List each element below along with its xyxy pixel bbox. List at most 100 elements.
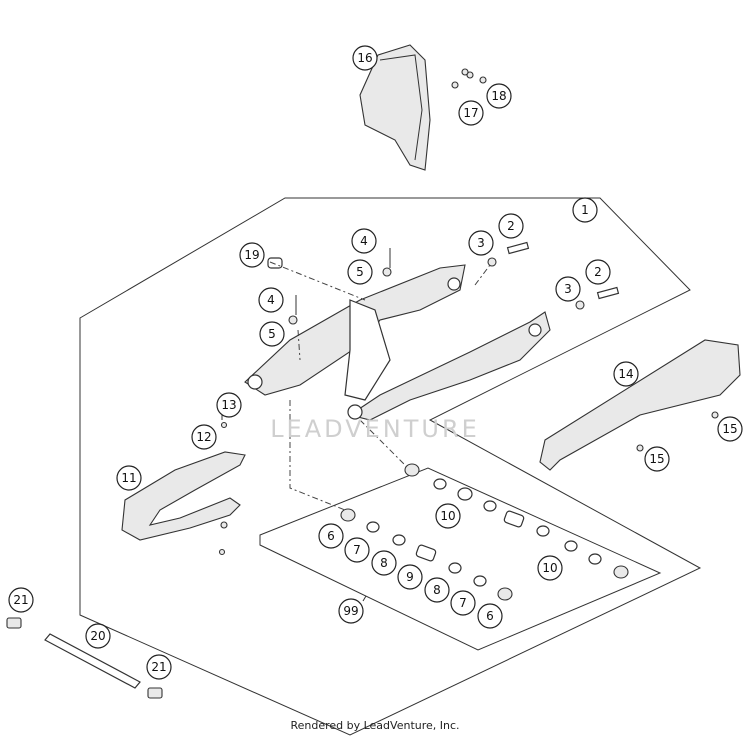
part-callout: 5 (347, 259, 373, 285)
part-callout: 4 (258, 287, 284, 313)
part-callout: 15 (644, 446, 670, 472)
callout-circle (347, 259, 373, 285)
callout-number: 19 (244, 248, 259, 262)
part-callout: 2 (585, 259, 611, 285)
callout-circle (424, 577, 450, 603)
callout-circle (613, 361, 639, 387)
callout-circle (458, 100, 484, 126)
part-callout: 20 (85, 623, 111, 649)
callout-circle (644, 446, 670, 472)
part-callout: 7 (450, 590, 476, 616)
part-callout: 1 (572, 197, 598, 223)
callout-number: 8 (433, 583, 441, 597)
part-callout: 21 (8, 587, 34, 613)
callout-number: 10 (440, 509, 455, 523)
part-callout: 17 (458, 100, 484, 126)
bearing-kit-part (340, 463, 629, 601)
part-callout: 99 (338, 598, 364, 624)
part-callout: 19 (239, 242, 265, 268)
chain-slider-part (121, 405, 246, 556)
leader-line (362, 595, 367, 602)
centerline (474, 264, 491, 286)
callout-number: 2 (507, 219, 515, 233)
callout-number: 12 (196, 430, 211, 444)
kit-outline (259, 467, 662, 651)
chain-guard-part (539, 339, 741, 471)
part-callout: 9 (397, 564, 423, 590)
callout-number: 14 (618, 367, 633, 381)
part-callout: 2 (498, 213, 524, 239)
part-callout: 3 (555, 276, 581, 302)
callout-circle (555, 276, 581, 302)
screw-washer-part (288, 248, 392, 325)
callout-circle (85, 623, 111, 649)
callout-number: 11 (121, 471, 136, 485)
part-callout: 11 (116, 465, 142, 491)
callout-circle (477, 603, 503, 629)
screw-part (451, 68, 487, 89)
swingarm-axle-part (6, 617, 163, 699)
callout-circle (352, 45, 378, 71)
part-callout: 12 (191, 424, 217, 450)
callout-circle (239, 242, 265, 268)
callout-circle (191, 424, 217, 450)
callout-number: 2 (594, 265, 602, 279)
callout-circle (572, 197, 598, 223)
callout-number: 6 (327, 529, 335, 543)
callout-circle (116, 465, 142, 491)
callout-circle (498, 213, 524, 239)
callout-number: 9 (406, 570, 414, 584)
axle-pin-part (487, 241, 620, 310)
callout-number: 13 (221, 398, 236, 412)
part-callout: 8 (424, 577, 450, 603)
callout-circle (486, 83, 512, 109)
part-callout: 8 (371, 550, 397, 576)
callout-number: 3 (564, 282, 572, 296)
callout-number: 20 (90, 629, 105, 643)
callout-number: 21 (151, 660, 166, 674)
chain-guard-part (359, 44, 431, 171)
callout-number: 15 (722, 422, 737, 436)
part-callout: 7 (344, 537, 370, 563)
callout-number: 17 (463, 106, 478, 120)
part-callout: 5 (259, 321, 285, 347)
part-callout: 3 (468, 230, 494, 256)
callout-group: 1617181232319454514151513121110678910876… (8, 45, 743, 680)
part-callout: 10 (537, 555, 563, 581)
callout-circle (216, 392, 242, 418)
callout-number: 4 (267, 293, 275, 307)
part-callout: 6 (477, 603, 503, 629)
callout-number: 15 (649, 452, 664, 466)
callout-number: 99 (343, 604, 358, 618)
part-callout: 16 (352, 45, 378, 71)
part-callout: 4 (351, 228, 377, 254)
callout-circle (717, 416, 743, 442)
centerline (297, 329, 301, 361)
part-callout: 6 (318, 523, 344, 549)
callout-circle (258, 287, 284, 313)
callout-circle (537, 555, 563, 581)
callout-number: 18 (491, 89, 506, 103)
callout-circle (338, 598, 364, 624)
centerline (289, 400, 346, 511)
callout-number: 5 (268, 327, 276, 341)
callout-circle (351, 228, 377, 254)
part-callout: 21 (146, 654, 172, 680)
callout-circle (259, 321, 285, 347)
callout-circle (344, 537, 370, 563)
callout-circle (146, 654, 172, 680)
centerline (269, 261, 366, 301)
callout-number: 7 (459, 596, 467, 610)
bushing-part (267, 257, 283, 269)
centerline (359, 419, 411, 471)
part-callout: 14 (613, 361, 639, 387)
callout-circle (468, 230, 494, 256)
callout-number: 1 (581, 203, 589, 217)
swingarm-part (244, 264, 551, 421)
callout-circle (318, 523, 344, 549)
callout-circle (8, 587, 34, 613)
callout-circle (397, 564, 423, 590)
callout-circle (585, 259, 611, 285)
callout-number: 5 (356, 265, 364, 279)
